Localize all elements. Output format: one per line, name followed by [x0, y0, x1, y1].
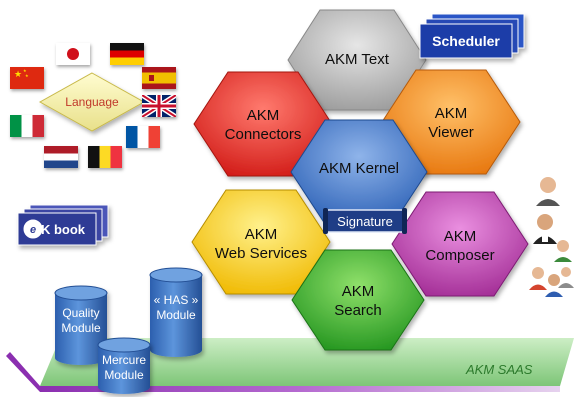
hex-akm-web-services: AKM Web Services — [191, 189, 331, 295]
user-icon — [545, 274, 563, 297]
user-icon — [529, 267, 547, 290]
kbook-badge: e — [30, 224, 36, 236]
user-icon — [536, 177, 560, 206]
uk-flag-icon — [142, 95, 176, 117]
scheduler-label: Scheduler — [432, 33, 500, 49]
hex-akm-composer-line2: Composer — [425, 247, 494, 264]
signature-banner: Signature — [323, 208, 407, 234]
hex-akm-connectors: AKM Connectors — [193, 71, 333, 177]
hex-akm-kernel: AKM Kernel — [290, 119, 428, 225]
japan-flag — [56, 43, 90, 65]
hex-akm-viewer-line1: AKM — [435, 105, 468, 122]
kbook-stack: e K book — [17, 204, 109, 246]
db-mercure-line1: Mercure — [102, 353, 146, 367]
uk-flag — [142, 95, 176, 117]
hex-akm-search-line2: Search — [334, 302, 382, 319]
hex-akm-viewer-line2: Viewer — [428, 124, 474, 141]
db-mercure-line2: Module — [104, 368, 144, 382]
spain-flag — [142, 67, 176, 89]
user-icon — [533, 214, 557, 244]
db-has-line1: « HAS » — [154, 293, 199, 307]
db-quality-line1: Quality — [62, 306, 99, 320]
hex-akm-web-services-line1: AKM — [245, 226, 278, 243]
platform-label: AKM SAAS — [465, 362, 533, 377]
hex-akm-search: AKM Search — [291, 249, 425, 351]
hex-akm-text-label: AKM Text — [325, 51, 390, 68]
user-icon — [558, 267, 574, 288]
netherlands-flag — [44, 146, 78, 168]
belgium-flag — [88, 146, 122, 168]
language-label: Language — [65, 95, 119, 109]
hex-akm-search-line1: AKM — [342, 283, 375, 300]
hex-akm-composer-line1: AKM — [444, 228, 477, 245]
italy-flag — [10, 115, 44, 137]
hex-akm-kernel-label: AKM Kernel — [319, 160, 399, 177]
language-diamond: Language — [38, 72, 146, 132]
kbook-badge-icon — [22, 218, 44, 240]
hex-akm-connectors-line2: Connectors — [225, 126, 302, 143]
hex-akm-connectors-line1: AKM — [247, 107, 280, 124]
db-quality-line2: Module — [61, 321, 101, 335]
hex-akm-composer: AKM Composer — [391, 191, 529, 297]
hex-akm-viewer: AKM Viewer — [381, 69, 521, 175]
hex-akm-web-services-line2: Web Services — [215, 245, 307, 262]
china-flag: ★ ★ ★ — [10, 67, 44, 89]
signature-label: Signature — [337, 214, 393, 229]
germany-flag — [110, 43, 144, 65]
hex-akm-text: AKM Text — [287, 9, 427, 111]
users-icon-group — [529, 177, 574, 297]
database-quality: Quality Module — [54, 285, 108, 365]
database-has: « HAS » Module — [149, 267, 203, 357]
database-mercure: Mercure Module — [97, 337, 151, 394]
db-has-line2: Module — [156, 308, 196, 322]
scheduler-stack: Scheduler — [419, 13, 525, 59]
kbook-label: K book — [41, 222, 86, 237]
user-icon — [554, 240, 572, 262]
france-flag — [126, 126, 160, 148]
